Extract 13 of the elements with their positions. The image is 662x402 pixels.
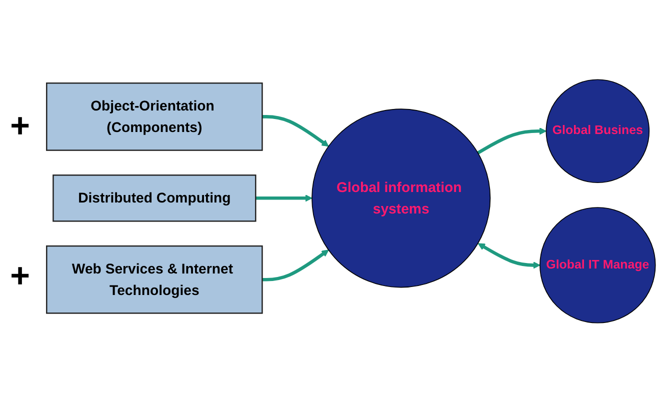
arrow — [262, 249, 329, 281]
node-box: Object-Orientation (Components) — [46, 82, 263, 151]
plus-sign: + — [10, 259, 30, 293]
node-circle: Global Busines — [546, 78, 650, 183]
node-circle: Global information systems — [312, 108, 491, 288]
arrow — [256, 194, 312, 202]
node-circle: Global IT Manage — [540, 206, 656, 324]
plus-sign: + — [10, 109, 30, 143]
node-box: Distributed Computing — [52, 174, 256, 222]
arrow — [477, 127, 546, 154]
arrow — [478, 242, 540, 269]
node-box: Web Services & Internet Technologies — [46, 245, 263, 314]
arrow — [262, 114, 329, 146]
